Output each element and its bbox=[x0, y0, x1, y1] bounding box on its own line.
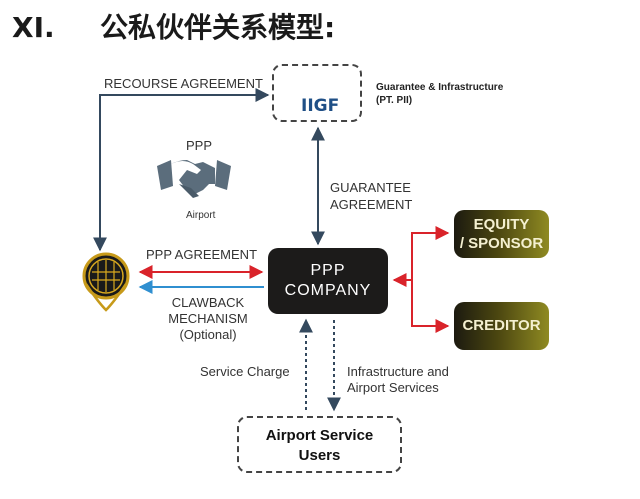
infrastructure-label-2: Airport Services bbox=[347, 380, 439, 395]
ppp-agreement-label: PPP AGREEMENT bbox=[146, 247, 258, 262]
users-line1: Airport Service bbox=[265, 427, 374, 444]
ppp-company-box: PPP COMPANY bbox=[268, 248, 388, 314]
clawback-label-1: CLAWBACK bbox=[171, 295, 245, 310]
ppp-company-line1: PPP bbox=[310, 262, 346, 279]
equity-sponsor-box: EQUITY / SPONSOR bbox=[454, 210, 549, 258]
users-line2: Users bbox=[298, 447, 341, 464]
equity-line2: / SPONSOR bbox=[459, 235, 544, 252]
handshake-icon bbox=[157, 160, 231, 198]
guarantee-label-2: AGREEMENT bbox=[330, 197, 413, 212]
ppp-company-line2: COMPANY bbox=[284, 282, 372, 299]
iigf-logo-text: IIGF bbox=[301, 96, 340, 116]
ppp-handshake-label: PPP bbox=[186, 138, 213, 153]
creditor-box: CREDITOR bbox=[454, 302, 549, 350]
guarantee-label-1: GUARANTEE bbox=[330, 180, 411, 195]
service-charge-label: Service Charge bbox=[200, 364, 290, 379]
iigf-caption-line1: Guarantee & Infrastructure bbox=[376, 82, 504, 93]
clawback-label: CLAWBACK MECHANISM (Optional) bbox=[158, 295, 258, 343]
section-title: 公私伙伴关系模型: bbox=[100, 11, 336, 44]
iigf-caption-line2: (PT. PII) bbox=[376, 95, 413, 106]
clawback-label-3: (Optional) bbox=[179, 327, 237, 342]
equity-line1: EQUITY bbox=[473, 216, 530, 233]
government-emblem-icon bbox=[82, 252, 130, 312]
recourse-label: RECOURSE AGREEMENT bbox=[104, 76, 263, 91]
creditor-connector bbox=[411, 280, 450, 333]
iigf-caption: Guarantee & Infrastructure (PT. PII) bbox=[376, 81, 503, 107]
airport-service-users-box: Airport Service Users bbox=[237, 416, 402, 473]
clawback-label-2: MECHANISM bbox=[168, 311, 248, 326]
equity-connector bbox=[411, 226, 450, 280]
infrastructure-label: Infrastructure and Airport Services bbox=[347, 364, 449, 396]
iigf-box bbox=[272, 64, 362, 122]
creditor-label: CREDITOR bbox=[462, 317, 541, 334]
infrastructure-label-1: Infrastructure and bbox=[347, 364, 449, 379]
recourse-arrow bbox=[93, 88, 270, 252]
page-title: XI. 公私伙伴关系模型: bbox=[12, 6, 335, 46]
section-number: XI. bbox=[12, 11, 55, 44]
airport-handshake-label: Airport bbox=[186, 210, 216, 221]
